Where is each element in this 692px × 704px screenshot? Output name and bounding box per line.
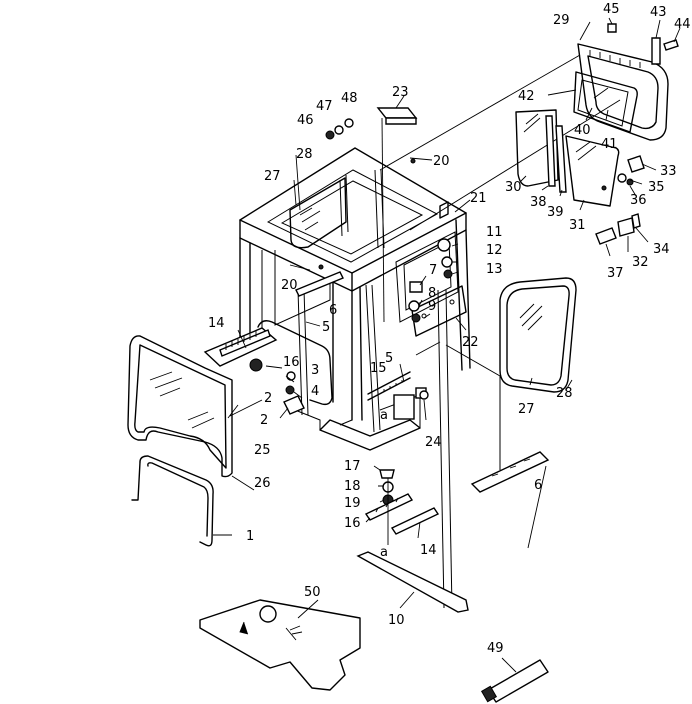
label-part-28: 28 <box>296 147 313 162</box>
label-part-25: 25 <box>254 443 271 458</box>
label-part-46: 46 <box>297 113 314 128</box>
label-part-11: 11 <box>486 225 503 240</box>
label-part-21: 21 <box>470 191 487 206</box>
label-part-3: 3 <box>311 363 319 378</box>
label-part-44: 44 <box>674 17 691 32</box>
label-part-17: 17 <box>344 459 361 474</box>
label-part-18: 18 <box>344 479 361 494</box>
label-part-41: 41 <box>601 137 618 152</box>
label-part-20: 20 <box>433 154 450 169</box>
label-part-31: 31 <box>569 218 586 233</box>
label-part-19: 19 <box>344 496 361 511</box>
part-number-labels: 1 2 2 3 4 5 5 6 6 7 8 9 10 11 12 13 14 1… <box>208 2 691 656</box>
sealant-tube-49 <box>480 659 549 703</box>
assembly-line-rear <box>379 54 581 171</box>
roof-window-assembly <box>515 23 679 245</box>
label-part-24: 24 <box>425 435 442 450</box>
floor-mat-50 <box>199 599 361 691</box>
label-part-4: 4 <box>311 384 319 399</box>
label-part-27: 27 <box>518 402 535 417</box>
label-part-7: 7 <box>429 263 437 278</box>
label-part-23: 23 <box>392 85 409 100</box>
label-part-2: 2 <box>264 391 272 406</box>
label-ref-a: a <box>380 408 388 423</box>
lower-hardware <box>356 451 550 613</box>
label-part-47: 47 <box>316 99 333 114</box>
label-part-45: 45 <box>603 2 620 17</box>
label-part-38: 38 <box>530 195 547 210</box>
label-part-40: 40 <box>574 123 591 138</box>
label-part-30: 30 <box>505 180 522 195</box>
label-part-50: 50 <box>304 585 321 600</box>
label-part-43: 43 <box>650 5 667 20</box>
label-part-20: 20 <box>281 278 298 293</box>
label-part-37: 37 <box>607 266 624 281</box>
leader-lines <box>213 17 681 673</box>
front-window-assembly <box>127 335 233 547</box>
side-window-27 <box>499 277 577 393</box>
label-ref-a: a <box>380 545 388 560</box>
label-part-29: 29 <box>553 13 570 28</box>
label-part-10: 10 <box>388 613 405 628</box>
label-part-39: 39 <box>547 205 564 220</box>
label-part-34: 34 <box>653 242 670 257</box>
label-part-16: 16 <box>283 355 300 370</box>
assembly-line-roof <box>409 99 621 231</box>
label-part-22: 22 <box>462 335 479 350</box>
label-part-32: 32 <box>632 255 649 270</box>
label-part-14: 14 <box>208 316 225 331</box>
label-part-27: 27 <box>264 169 281 184</box>
label-part-35: 35 <box>648 180 665 195</box>
label-part-48: 48 <box>341 91 358 106</box>
label-part-8: 8 <box>428 286 436 301</box>
front-hardware <box>203 320 333 415</box>
label-part-16: 16 <box>344 516 361 531</box>
label-part-42: 42 <box>518 89 535 104</box>
label-part-5: 5 <box>322 320 330 335</box>
label-part-2: 2 <box>260 413 268 428</box>
label-part-13: 13 <box>486 262 503 277</box>
label-part-9: 9 <box>428 299 436 314</box>
label-part-28: 28 <box>556 386 573 401</box>
label-part-6: 6 <box>329 303 337 318</box>
label-part-14: 14 <box>420 543 437 558</box>
cab-frame <box>239 147 501 609</box>
label-part-49: 49 <box>487 641 504 656</box>
label-part-33: 33 <box>660 164 677 179</box>
label-part-26: 26 <box>254 476 271 491</box>
label-part-1: 1 <box>246 529 254 544</box>
label-part-15: 15 <box>370 361 387 376</box>
label-part-12: 12 <box>486 243 503 258</box>
label-part-6: 6 <box>534 478 542 493</box>
label-part-5: 5 <box>385 351 393 366</box>
roof-parts <box>325 107 418 323</box>
label-part-36: 36 <box>630 193 647 208</box>
